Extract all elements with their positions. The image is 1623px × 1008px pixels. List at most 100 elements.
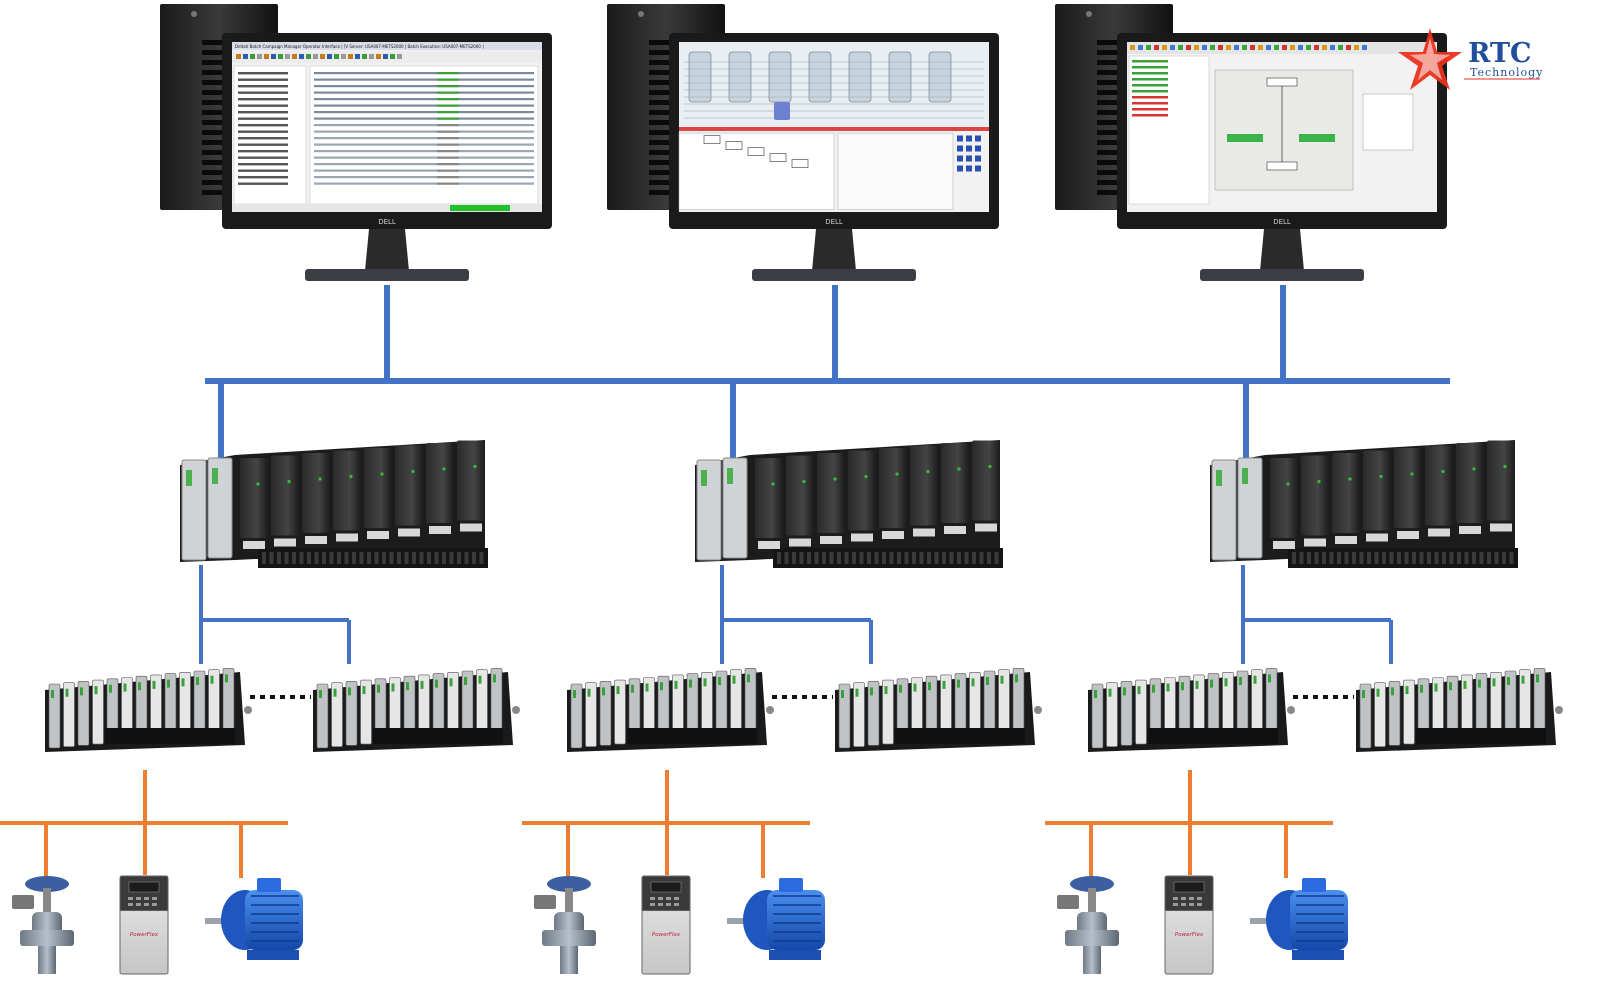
terminal-pin bbox=[814, 552, 819, 564]
explorer-row bbox=[1132, 102, 1168, 105]
io-module bbox=[972, 440, 1000, 521]
status-led-icon bbox=[167, 679, 170, 688]
io-module bbox=[1487, 440, 1515, 521]
cha-io-card bbox=[730, 669, 742, 735]
tree-row bbox=[238, 130, 288, 133]
cha-io-card bbox=[744, 668, 757, 733]
toolbar-icon bbox=[1306, 45, 1311, 50]
io-module bbox=[1425, 445, 1453, 526]
status-led-icon bbox=[1152, 684, 1155, 693]
status-led-icon bbox=[747, 674, 750, 683]
toolbar-icon bbox=[292, 54, 297, 59]
module-label bbox=[913, 528, 935, 537]
module-label bbox=[460, 523, 482, 532]
keypad-button-icon bbox=[136, 897, 141, 900]
terminal-pin bbox=[964, 552, 969, 564]
io-carrier bbox=[313, 668, 520, 752]
status-led-icon bbox=[1000, 675, 1004, 684]
status-led-icon bbox=[1286, 482, 1290, 486]
electric-motor-icon bbox=[1250, 878, 1348, 960]
status-led-icon bbox=[855, 688, 859, 697]
status-progress bbox=[450, 205, 510, 211]
drive-brand-label: PowerFlex bbox=[1175, 932, 1204, 938]
terminal-pin bbox=[1427, 552, 1431, 564]
cha-io-card bbox=[701, 671, 713, 737]
function-block-diagram bbox=[678, 132, 835, 210]
status-led-icon bbox=[196, 677, 199, 685]
terminal-pin bbox=[299, 552, 304, 564]
monitor-stand bbox=[812, 229, 856, 271]
status-led-icon bbox=[1123, 687, 1126, 696]
terminal-pin bbox=[1419, 552, 1424, 564]
cha-io-card bbox=[1359, 683, 1372, 749]
terminal-pin bbox=[837, 552, 841, 564]
cha-io-card bbox=[316, 683, 329, 749]
terminal-pin bbox=[404, 552, 409, 564]
terminal-pin bbox=[807, 552, 811, 564]
module-label bbox=[274, 538, 296, 547]
io-carrier bbox=[567, 668, 774, 752]
toolbar-icon bbox=[362, 54, 367, 59]
terminal-pin bbox=[972, 552, 976, 564]
valve-pipe bbox=[560, 946, 578, 974]
terminal-pin bbox=[784, 552, 789, 564]
status-led-icon bbox=[464, 677, 467, 685]
io-module bbox=[848, 450, 876, 531]
toolbar-icon bbox=[1282, 45, 1287, 50]
status-led-icon bbox=[1094, 690, 1097, 698]
carrier-connector bbox=[105, 728, 235, 744]
toolbar-icon bbox=[1354, 45, 1359, 50]
toolbar-icon bbox=[1250, 45, 1255, 50]
status-led-icon bbox=[1216, 470, 1222, 486]
keypad-button-icon bbox=[136, 903, 141, 906]
control-valve-icon bbox=[534, 876, 596, 974]
logo-name: RTC bbox=[1468, 38, 1532, 69]
terminal-pin bbox=[822, 552, 826, 564]
status-led-icon bbox=[478, 675, 482, 684]
toolbar-icon bbox=[355, 54, 360, 59]
function-block bbox=[703, 135, 721, 144]
terminal-pin bbox=[1457, 552, 1461, 564]
toolbar-icon bbox=[1330, 45, 1335, 50]
terminal-pin bbox=[889, 552, 894, 564]
table-row bbox=[314, 98, 534, 101]
keypad-button-icon bbox=[1173, 897, 1178, 900]
io-module bbox=[941, 443, 969, 523]
io-module bbox=[879, 448, 907, 528]
status-led-icon bbox=[210, 675, 214, 684]
status-led-icon bbox=[1242, 468, 1248, 484]
status-led-icon bbox=[123, 683, 127, 692]
status-led-icon bbox=[926, 469, 930, 474]
sfc-step bbox=[1266, 161, 1298, 171]
toolbar-icon bbox=[397, 54, 402, 59]
palette-icon bbox=[957, 135, 963, 142]
palette-icon bbox=[957, 155, 963, 162]
terminal-pin bbox=[1352, 552, 1356, 564]
status-led-icon bbox=[287, 479, 291, 484]
status-led-icon bbox=[65, 688, 69, 697]
module-label bbox=[758, 541, 780, 549]
module-label bbox=[429, 526, 451, 534]
cha-io-card bbox=[1388, 681, 1401, 746]
star-icon bbox=[1398, 28, 1462, 90]
keypad-button-icon bbox=[1197, 903, 1202, 906]
palette-icon bbox=[975, 135, 981, 142]
cha-io-card bbox=[331, 682, 343, 748]
valve-flanges bbox=[20, 930, 74, 946]
valve-pipe bbox=[1083, 946, 1101, 974]
module-label bbox=[882, 531, 904, 539]
keypad-button-icon bbox=[666, 897, 671, 900]
status-led-icon bbox=[988, 464, 992, 469]
table-row bbox=[314, 169, 534, 172]
status-led-icon bbox=[1195, 680, 1199, 689]
function-block bbox=[791, 159, 809, 168]
toolbar-icon bbox=[1130, 45, 1135, 50]
terminal-pin bbox=[1449, 552, 1454, 564]
table-row bbox=[314, 91, 534, 94]
module-label bbox=[1397, 531, 1419, 539]
control-network-lines bbox=[199, 285, 1450, 664]
terminal-pin bbox=[1397, 552, 1401, 564]
logo-tagline: Technology bbox=[1470, 66, 1543, 79]
